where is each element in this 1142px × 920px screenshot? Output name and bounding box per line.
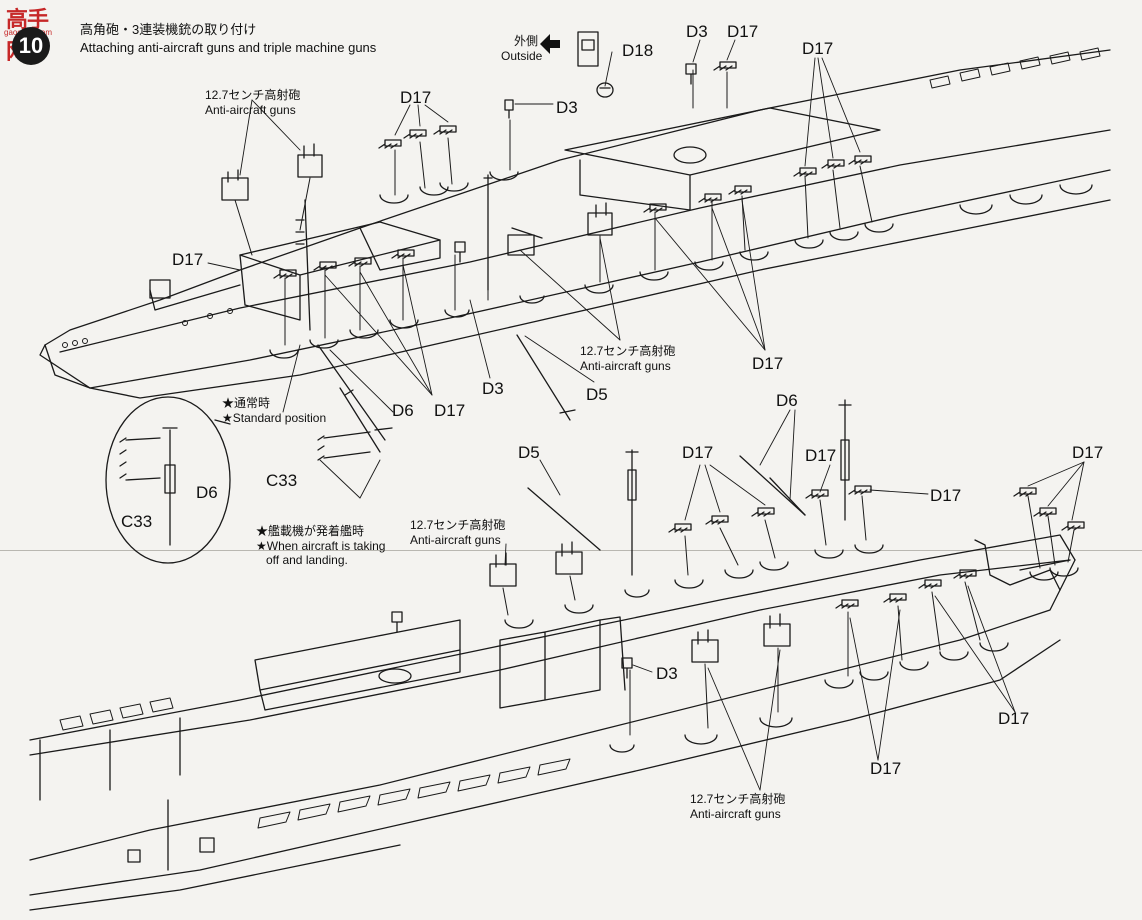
- step-title-jp: 高角砲・3連装機銃の取り付け: [80, 22, 257, 37]
- outside-label-en: Outside: [501, 49, 543, 63]
- triple-mg-lower-group: [668, 485, 1085, 609]
- upper-hull: [39, 47, 1111, 399]
- step-number-badge: 10: [12, 27, 50, 65]
- part-label-d17: D17: [400, 88, 432, 107]
- aa-gun-lower-group: [489, 541, 791, 663]
- leader-lines: [207, 39, 1085, 791]
- aa-guns-label-jp: 12.7センチ高射砲: [690, 792, 786, 806]
- inset-detail-circle: [105, 396, 231, 564]
- aa-guns-label-jp: 12.7センチ高射砲: [580, 344, 676, 358]
- part-label-d17: D17: [998, 709, 1030, 728]
- aa-gun-upper-group: [221, 143, 613, 256]
- triple-mg-upper-group: [273, 61, 872, 279]
- part-label-d17: D17: [1072, 443, 1104, 462]
- aa-guns-label-en: Anti-aircraft guns: [690, 807, 781, 821]
- part-label-d18: D18: [622, 41, 654, 60]
- standard-position-jp: ★通常時: [222, 396, 271, 410]
- part-label-d3: D3: [482, 379, 504, 398]
- part-label-d6: D6: [776, 391, 798, 410]
- outside-indicator: [540, 31, 599, 67]
- part-label-d17: D17: [727, 22, 759, 41]
- part-label-d17: D17: [802, 39, 834, 58]
- aa-guns-label-en: Anti-aircraft guns: [205, 103, 296, 117]
- page-fold-line: [0, 550, 1142, 551]
- c33-d6-detail: [317, 387, 381, 461]
- takeoff-note-jp: ★艦載機が発着艦時: [256, 524, 365, 538]
- takeoff-note-en-2: off and landing.: [266, 553, 348, 567]
- inset-label-c33: C33: [121, 512, 153, 531]
- part-label-d3: D3: [686, 22, 708, 41]
- part-label-c33: C33: [266, 471, 298, 490]
- aa-guns-label-jp: 12.7センチ高射砲: [410, 518, 506, 532]
- part-label-d6: D6: [392, 401, 414, 420]
- aa-guns-label-en: Anti-aircraft guns: [410, 533, 501, 547]
- part-label-d5: D5: [586, 385, 608, 404]
- part-label-d17: D17: [172, 250, 204, 269]
- takeoff-note-en-1: ★When aircraft is taking: [256, 539, 386, 553]
- lower-hull: [29, 534, 1079, 911]
- masts-lower: [527, 399, 852, 576]
- assembly-arrows-lower: [502, 495, 1075, 736]
- part-label-d3: D3: [656, 664, 678, 683]
- masts-upper: [295, 174, 576, 441]
- part-label-d17: D17: [870, 759, 902, 778]
- d3-part-icons: [391, 63, 697, 679]
- step-title-en: Attaching anti-aircraft guns and triple …: [80, 40, 377, 55]
- standard-position-en: ★Standard position: [222, 411, 327, 425]
- assembly-arrows-upper: [234, 69, 873, 346]
- part-label-d17: D17: [752, 354, 784, 373]
- outside-label-jp: 外側: [514, 34, 539, 48]
- part-label-d5: D5: [518, 443, 540, 462]
- part-label-d17: D17: [682, 443, 714, 462]
- d18-part-icon: [596, 82, 614, 98]
- part-label-d3: D3: [556, 98, 578, 117]
- aa-guns-label-jp: 12.7センチ高射砲: [205, 88, 301, 102]
- part-label-d17: D17: [930, 486, 962, 505]
- part-label-d17: D17: [805, 446, 837, 465]
- part-label-d17: D17: [434, 401, 466, 420]
- aa-guns-label-en: Anti-aircraft guns: [580, 359, 671, 373]
- inset-label-d6: D6: [196, 483, 218, 502]
